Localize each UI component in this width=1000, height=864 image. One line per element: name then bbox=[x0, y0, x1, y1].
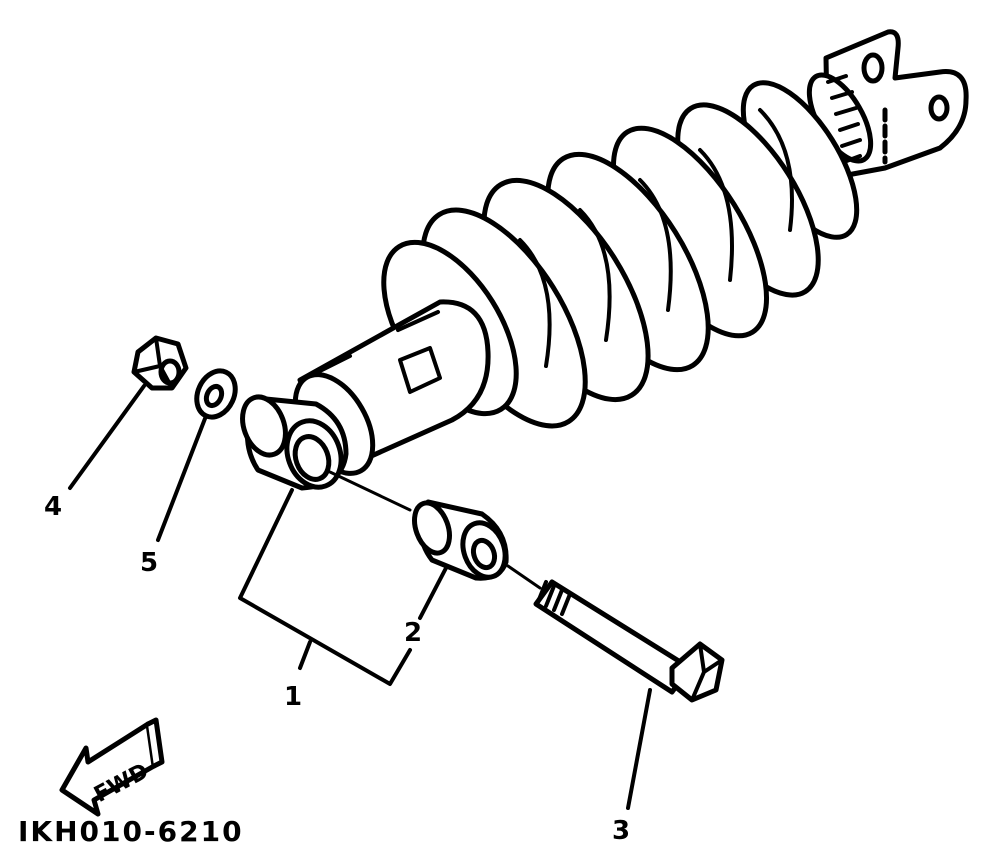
document-code: IKH010-6210 bbox=[18, 815, 244, 848]
callout-5: 5 bbox=[140, 548, 159, 578]
callout-1: 1 bbox=[284, 682, 303, 712]
assembly-lines bbox=[328, 470, 542, 590]
fwd-direction-arrow-icon bbox=[59, 717, 165, 817]
callout-3: 3 bbox=[612, 816, 631, 846]
preload-adjuster-ring bbox=[806, 72, 874, 164]
leader-lines bbox=[68, 384, 652, 810]
lock-nut bbox=[131, 335, 189, 391]
callout-2: 2 bbox=[404, 618, 423, 648]
bushing bbox=[412, 499, 509, 581]
lower-eye-collar bbox=[240, 394, 349, 491]
shock-absorber-assembly bbox=[240, 29, 969, 491]
washer bbox=[194, 368, 238, 420]
callout-4: 4 bbox=[44, 492, 63, 522]
mounting-bolt bbox=[533, 579, 725, 703]
